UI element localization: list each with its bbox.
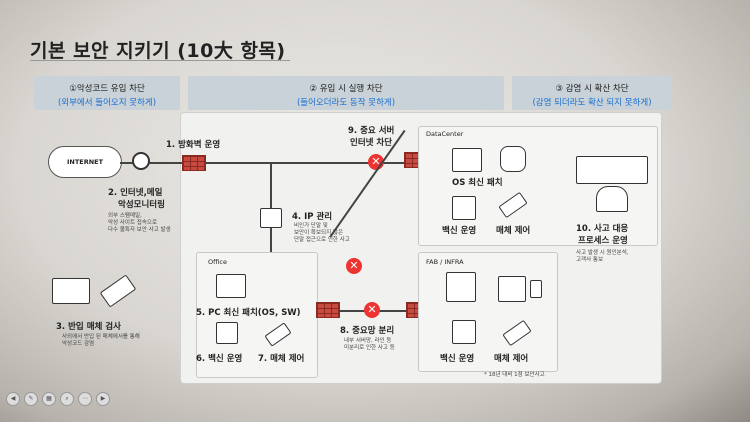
virus-shield-icon <box>216 322 238 344</box>
phase-subtitle: (감염 되더라도 확산 되지 못하게) <box>532 98 652 108</box>
pen-tool-button[interactable]: ✎ <box>24 392 38 406</box>
item-8-desc: 내부 서버망, 라인 등 미분리로 인한 사고 등 <box>344 338 395 351</box>
fab-label: FAB / INFRA <box>426 258 464 266</box>
more-options-button[interactable]: ⋯ <box>78 392 92 406</box>
item-5-label: 5. PC 최신 패치(OS, SW) <box>196 308 301 318</box>
connection-line <box>270 162 272 252</box>
item-9-label: 9. 중요 서버 <box>348 126 395 136</box>
slides-grid-button[interactable]: ▦ <box>42 392 56 406</box>
item-4-desc: 비인가 단말 및 보안이 확보되지 않은 단말 접근으로 인한 사고 <box>294 223 350 243</box>
connection-line <box>120 162 410 164</box>
prev-slide-button[interactable]: ◀ <box>6 392 20 406</box>
item-10-desc: 사고 발생 시 원인분석, 고객사 통보 <box>576 250 629 263</box>
item-1-label: 1. 방화벽 운영 <box>166 140 221 150</box>
title-underline <box>30 60 290 61</box>
item-4-label: 4. IP 관리 <box>292 212 333 222</box>
virus-shield-icon <box>452 320 476 344</box>
item-8-label: 8. 중요망 분리 <box>340 326 395 336</box>
item-6-label: 6. 백신 운영 <box>196 354 243 364</box>
fab-infra-zone <box>418 252 558 372</box>
pc-icon <box>216 274 246 298</box>
magnifier-icon <box>132 152 150 170</box>
phase-header-3: ③ 감염 시 확산 차단 (감염 되더라도 확산 되지 못하게) <box>512 76 672 110</box>
machine-icon <box>446 272 476 302</box>
internet-label: INTERNET <box>66 158 104 166</box>
item-10-label: 10. 사고 대응 <box>576 224 629 234</box>
office-zone <box>196 252 318 378</box>
database-icon <box>500 146 526 172</box>
equipment-icon <box>498 276 526 302</box>
phase-header-1: ①악성코드 유입 차단 (외부에서 들어오지 못하게) <box>34 76 180 110</box>
footnote: * 18년 대비 1점 보안사고 <box>484 372 545 378</box>
phase-subtitle: (들어오더라도 동작 못하게) <box>296 98 396 108</box>
next-slide-button[interactable]: ▶ <box>96 392 110 406</box>
usb-icon <box>99 274 137 308</box>
fab-media-label: 매체 제어 <box>494 354 529 364</box>
item-3-label: 3. 반입 매체 검사 <box>56 322 121 332</box>
firewall-icon <box>182 155 206 171</box>
internet-cloud-icon: INTERNET <box>48 146 122 178</box>
block-icon: ✕ <box>364 302 380 318</box>
zoom-button[interactable]: ⌕ <box>60 392 74 406</box>
datacenter-vaccine-label: 백신 운영 <box>442 226 477 236</box>
switch-icon <box>260 208 282 228</box>
fab-vaccine-label: 백신 운영 <box>440 354 475 364</box>
phase-title: ② 유입 시 실행 차단 <box>309 84 383 94</box>
operator-icon <box>596 186 628 212</box>
device-icon <box>530 280 542 298</box>
datacenter-label: DataCenter <box>426 130 464 138</box>
page-title: 기본 보안 지키기 (10大 항목) <box>30 40 286 62</box>
datacenter-patch-label: OS 최신 패치 <box>452 178 503 188</box>
item-2-label: 2. 인터넷,메일 <box>108 188 163 198</box>
phase-title: ①악성코드 유입 차단 <box>69 84 145 94</box>
datacenter-media-label: 매체 제어 <box>496 226 531 236</box>
item-9-label-2: 인터넷 차단 <box>350 138 393 148</box>
server-icon <box>452 148 482 172</box>
item-2-desc: 외부 스팸메일, 악성 사이트 접속으로 다수 불특자 보안 사고 발생 <box>108 213 171 233</box>
monitors-icon <box>576 156 648 184</box>
block-icon: ✕ <box>346 258 362 274</box>
phase-title: ③ 감염 시 확산 차단 <box>555 84 629 94</box>
item-3-desc: 사외에서 반입 된 매체에서를 통해 악성코드 감염 <box>62 334 140 347</box>
item-2-label-2: 악성모니터링 <box>118 200 165 210</box>
phase-header-2: ② 유입 시 실행 차단 (들어오더라도 동작 못하게) <box>188 76 504 110</box>
item-7-label: 7. 매체 제어 <box>258 354 305 364</box>
item-10-label-2: 프로세스 운영 <box>578 236 628 246</box>
laptop-icon <box>52 278 90 304</box>
phase-subtitle: (외부에서 들어오지 못하게) <box>57 98 157 108</box>
office-label: Office <box>208 258 227 266</box>
firewall-icon <box>316 302 340 318</box>
virus-shield-icon <box>452 196 476 220</box>
